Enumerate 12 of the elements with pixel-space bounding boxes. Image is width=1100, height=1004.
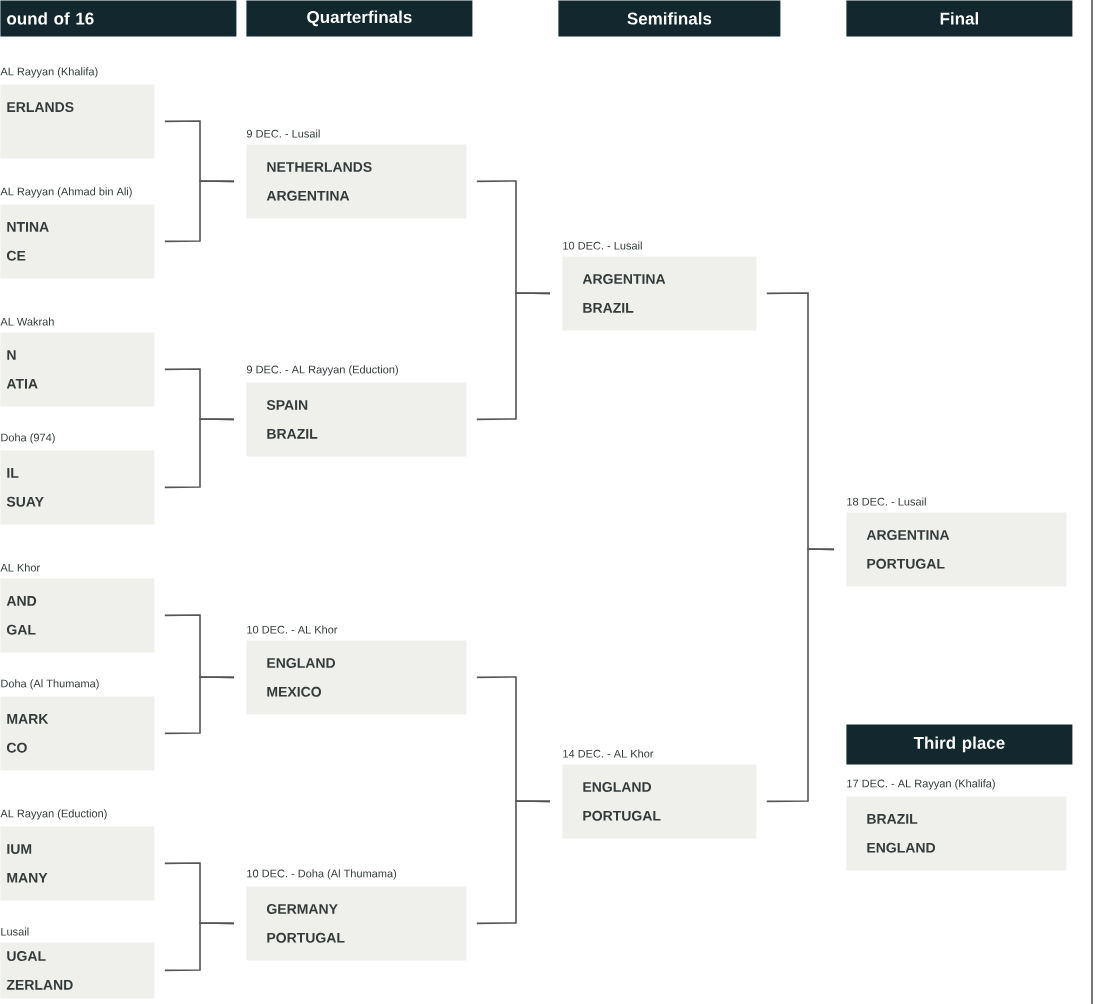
round-header: Semifinals bbox=[558, 0, 781, 37]
bracket-line bbox=[164, 418, 235, 489]
round-header: ound of 16 bbox=[0, 0, 237, 37]
bracket-line bbox=[476, 800, 551, 925]
bracket-line bbox=[766, 548, 835, 803]
bracket-line bbox=[164, 676, 235, 735]
round-header: Quarterfinals bbox=[246, 0, 473, 37]
round-header: Third place bbox=[846, 724, 1073, 765]
bracket-line bbox=[476, 292, 551, 421]
bracket-line bbox=[164, 180, 235, 243]
bracket-line bbox=[164, 922, 235, 972]
round-header: Final bbox=[846, 0, 1073, 37]
